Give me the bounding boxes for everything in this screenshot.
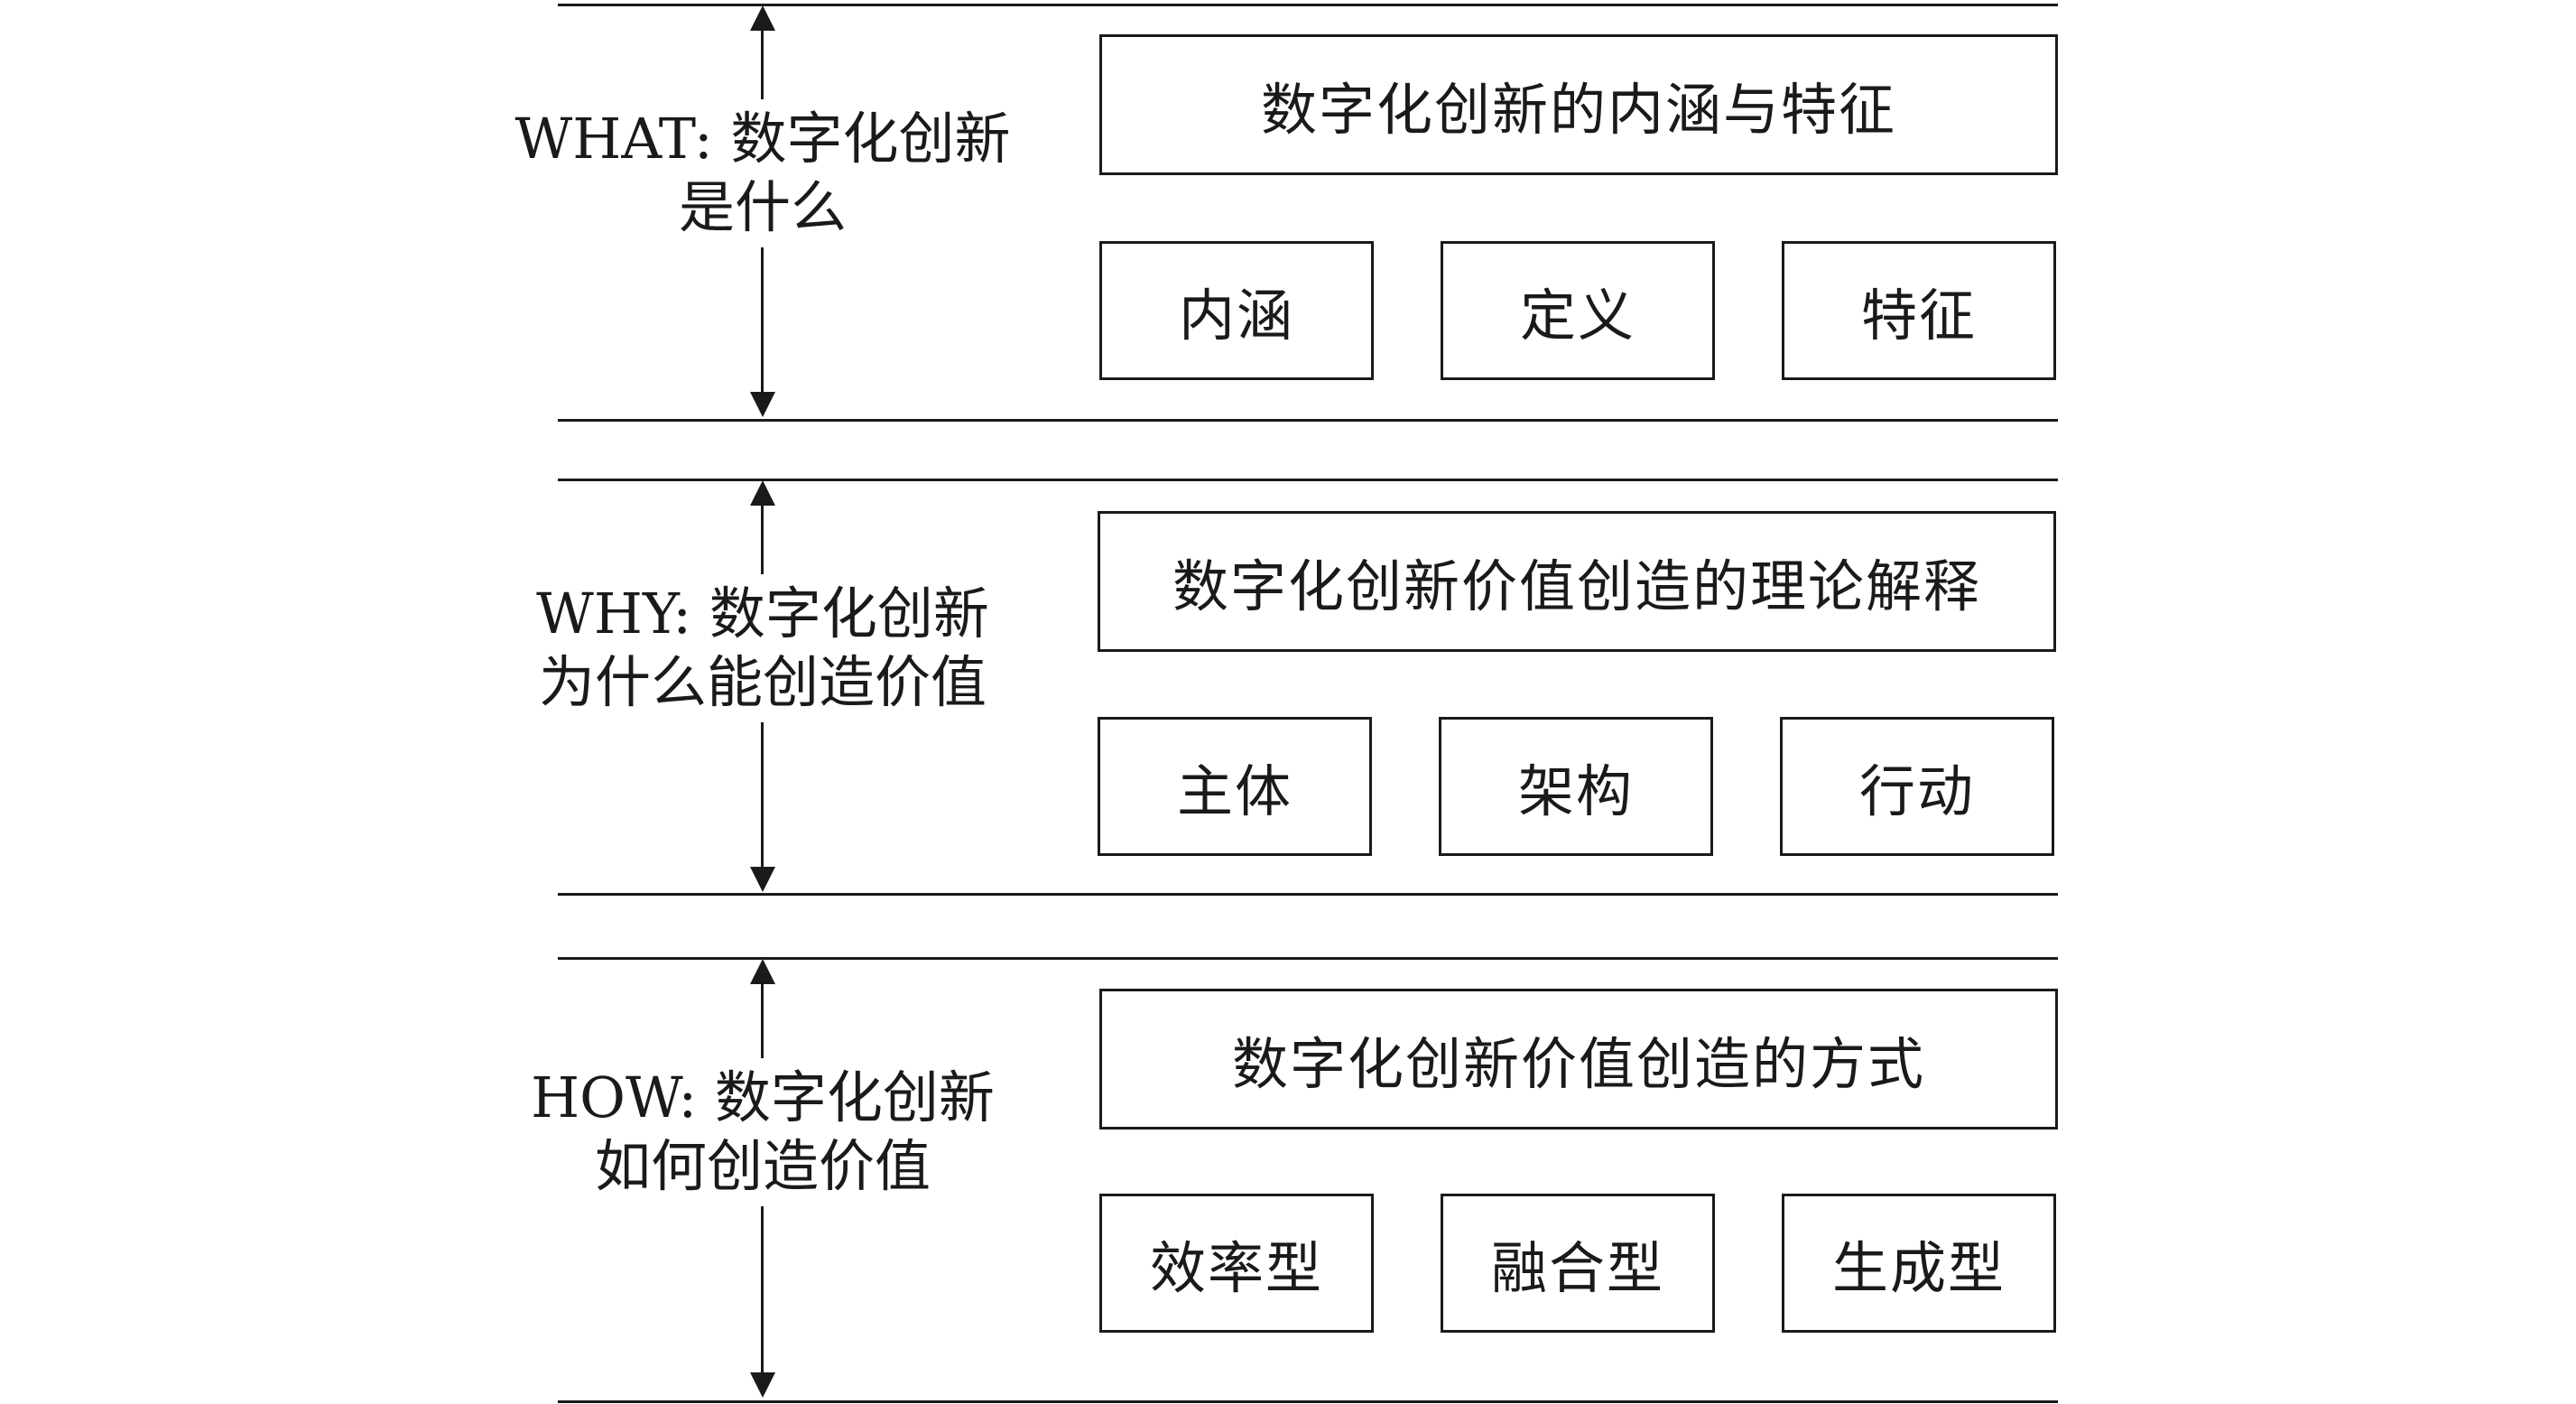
level-why-main-box: 数字化创新价值创造的理论解释 [1098,511,2056,652]
arrow-up-icon [750,5,775,31]
level-how-bottom-line [558,1400,2058,1403]
level-what-sub-box-1: 内涵 [1099,241,1374,380]
level-what-main-box: 数字化创新的内涵与特征 [1099,34,2058,175]
level-how-label-line1: HOW: 数字化创新 [531,1065,995,1130]
level-what-top-line [558,4,2058,6]
level-what-label: WHAT: 数字化创新 是什么 [487,99,1038,247]
arrow-down-icon [750,392,775,417]
level-what-sub-box-3: 特征 [1782,241,2056,380]
level-how-sub-box-2: 融合型 [1441,1194,1715,1333]
arrow-down-icon [750,1372,775,1398]
level-why-label-line2: 为什么能创造价值 [538,649,987,715]
level-why-sub-box-2: 架构 [1439,717,1713,856]
level-why-label: WHY: 数字化创新 为什么能创造价值 [487,574,1038,722]
level-what-sub-box-2: 定义 [1441,241,1715,380]
level-why-sub-box-1: 主体 [1098,717,1372,856]
level-how-top-line [558,957,2058,960]
arrow-down-icon [750,867,775,892]
level-what-label-line1: WHAT: 数字化创新 [514,106,1011,172]
arrow-up-icon [750,959,775,984]
arrow-up-icon [750,480,775,506]
level-how-label: HOW: 数字化创新 如何创造价值 [487,1058,1038,1206]
level-what-bottom-line [558,419,2058,422]
level-how-main-box: 数字化创新价值创造的方式 [1099,989,2058,1130]
level-how-label-line2: 如何创造价值 [594,1133,931,1199]
level-how-sub-box-3: 生成型 [1782,1194,2056,1333]
level-what-label-line2: 是什么 [678,174,847,240]
level-why-top-line [558,479,2058,481]
level-why-sub-box-3: 行动 [1780,717,2054,856]
level-why-label-line1: WHY: 数字化创新 [536,581,989,646]
level-why-bottom-line [558,893,2058,896]
level-how-sub-box-1: 效率型 [1099,1194,1374,1333]
